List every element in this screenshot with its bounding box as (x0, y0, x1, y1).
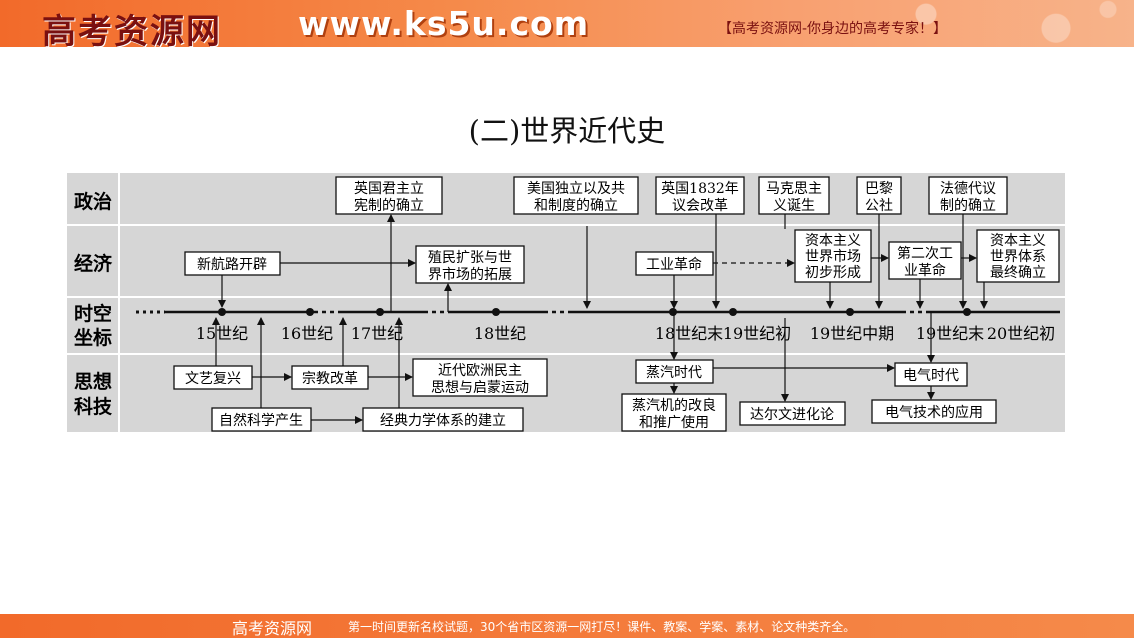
tick-19c-end (963, 308, 971, 316)
tick-15c (218, 308, 226, 316)
tick-16c (306, 308, 314, 316)
svg-text:初步形成: 初步形成 (805, 264, 861, 281)
time-label: 20世纪初 (987, 324, 1055, 343)
svg-text:英国1832年: 英国1832年 (661, 180, 739, 197)
time-label: 17世纪 (351, 324, 403, 343)
tick-17c (376, 308, 384, 316)
box-classical-mechanics: 经典力学体系的建立 (362, 407, 524, 432)
box-reformation: 宗教改革 (291, 365, 369, 390)
box-electric-age: 电气时代 (894, 362, 968, 387)
svg-text:法德代议: 法德代议 (940, 181, 996, 197)
row-label-time-2: 坐标 (74, 327, 112, 349)
time-label: 19世纪中期 (810, 324, 894, 343)
row-time-bg (67, 298, 1065, 353)
svg-text:公社: 公社 (865, 198, 893, 214)
svg-text:第二次工: 第二次工 (897, 245, 953, 262)
slogan: 【高考资源网-你身边的高考专家！】 (718, 21, 948, 37)
box-uk-constitutional-monarchy: 英国君主立 宪制的确立 (335, 176, 443, 215)
box-electric-application: 电气技术的应用 (871, 399, 997, 424)
row-label-thought-2: 科技 (74, 395, 113, 418)
box-renaissance: 文艺复兴 (173, 365, 253, 390)
tick-19c-mid (846, 308, 854, 316)
box-industrial-revolution: 工业革命 (635, 251, 714, 276)
box-steam-engine: 蒸汽机的改良 和推广使用 (621, 393, 727, 432)
box-paris-commune: 巴黎 公社 (856, 176, 902, 215)
tick-18c (492, 308, 500, 316)
svg-text:资本主义: 资本主义 (805, 233, 861, 249)
time-label: 16世纪 (281, 324, 333, 343)
banner-decoration (874, 0, 1134, 47)
svg-text:和制度的确立: 和制度的确立 (534, 198, 618, 214)
svg-text:工业革命: 工业革命 (646, 256, 702, 273)
row-label-economy: 经济 (74, 252, 113, 275)
svg-text:达尔文进化论: 达尔文进化论 (750, 407, 834, 423)
svg-text:和推广使用: 和推广使用 (639, 414, 709, 431)
time-label: 19世纪初 (723, 324, 791, 343)
brand-logo[interactable]: 高考资源网 (42, 12, 222, 52)
time-label: 19世纪末 (916, 324, 984, 343)
svg-text:宪制的确立: 宪制的确立 (354, 197, 424, 214)
svg-text:电气技术的应用: 电气技术的应用 (885, 404, 983, 421)
box-enlightenment: 近代欧洲民主 思想与启蒙运动 (412, 358, 548, 397)
svg-text:世界市场: 世界市场 (805, 248, 861, 265)
box-uk-1832-reform: 英国1832年 议会改革 (655, 176, 745, 215)
box-steam-age: 蒸汽时代 (635, 359, 714, 384)
svg-text:宗教改革: 宗教改革 (302, 371, 358, 387)
connectors (212, 214, 988, 424)
footer-banner: 高考资源网 第一时间更新名校试题，30个省市区资源一网打尽！课件、教案、学案、素… (0, 614, 1134, 638)
tick-19c-start (729, 308, 737, 316)
site-url[interactable]: www.ks5u.com (298, 4, 590, 43)
row-label-politics: 政治 (74, 190, 112, 213)
box-new-routes: 新航路开辟 (184, 251, 281, 276)
svg-text:美国独立以及共: 美国独立以及共 (527, 181, 625, 197)
page-title: (二)世界近代史 (468, 114, 666, 148)
tick-18c-end (669, 308, 677, 316)
svg-text:经典力学体系的建立: 经典力学体系的建立 (380, 413, 506, 429)
svg-text:文艺复兴: 文艺复兴 (185, 370, 241, 387)
svg-text:近代欧洲民主: 近代欧洲民主 (438, 363, 522, 379)
svg-text:新航路开辟: 新航路开辟 (197, 257, 267, 273)
svg-text:英国君主立: 英国君主立 (354, 180, 424, 197)
svg-text:巴黎: 巴黎 (865, 181, 893, 197)
header-banner: 高考资源网 www.ks5u.com 【高考资源网-你身边的高考专家！】 (0, 0, 1134, 52)
svg-text:电气时代: 电气时代 (903, 368, 959, 384)
box-second-industrial: 第二次工 业革命 (888, 241, 962, 280)
time-label: 15世纪 (196, 324, 248, 343)
time-label: 18世纪末 (655, 324, 723, 343)
svg-text:资本主义: 资本主义 (990, 233, 1046, 249)
svg-text:最终确立: 最终确立 (990, 265, 1046, 281)
svg-text:殖民扩张与世: 殖民扩张与世 (428, 249, 512, 266)
svg-text:思想与启蒙运动: 思想与启蒙运动 (431, 380, 529, 396)
box-capitalist-market: 资本主义 世界市场 初步形成 (794, 229, 872, 283)
box-colonial-expansion: 殖民扩张与世 界市场的拓展 (415, 245, 525, 284)
svg-text:议会改革: 议会改革 (672, 198, 728, 214)
svg-text:蒸汽时代: 蒸汽时代 (646, 365, 702, 381)
box-natural-science: 自然科学产生 (211, 407, 312, 432)
footer-brand[interactable]: 高考资源网 (232, 619, 313, 638)
svg-text:蒸汽机的改良: 蒸汽机的改良 (632, 398, 716, 414)
svg-text:自然科学产生: 自然科学产生 (219, 412, 303, 429)
svg-text:义诞生: 义诞生 (773, 198, 815, 214)
box-marxism: 马克思主 义诞生 (758, 176, 830, 215)
row-label-thought-1: 思想 (74, 370, 112, 393)
svg-text:马克思主: 马克思主 (766, 181, 822, 197)
footer-text: 第一时间更新名校试题，30个省市区资源一网打尽！课件、教案、学案、素材、论文种类… (348, 620, 856, 634)
svg-text:界市场的拓展: 界市场的拓展 (428, 266, 512, 283)
box-france-germany-representative: 法德代议 制的确立 (928, 176, 1008, 215)
svg-text:世界体系: 世界体系 (990, 249, 1046, 265)
box-us-independence: 美国独立以及共 和制度的确立 (513, 176, 639, 215)
box-world-system: 资本主义 世界体系 最终确立 (976, 229, 1060, 283)
svg-text:制的确立: 制的确立 (940, 198, 996, 214)
row-label-time-1: 时空 (74, 302, 112, 325)
box-darwin: 达尔文进化论 (739, 401, 846, 426)
svg-text:业革命: 业革命 (904, 262, 946, 279)
time-label: 18世纪 (474, 324, 526, 343)
